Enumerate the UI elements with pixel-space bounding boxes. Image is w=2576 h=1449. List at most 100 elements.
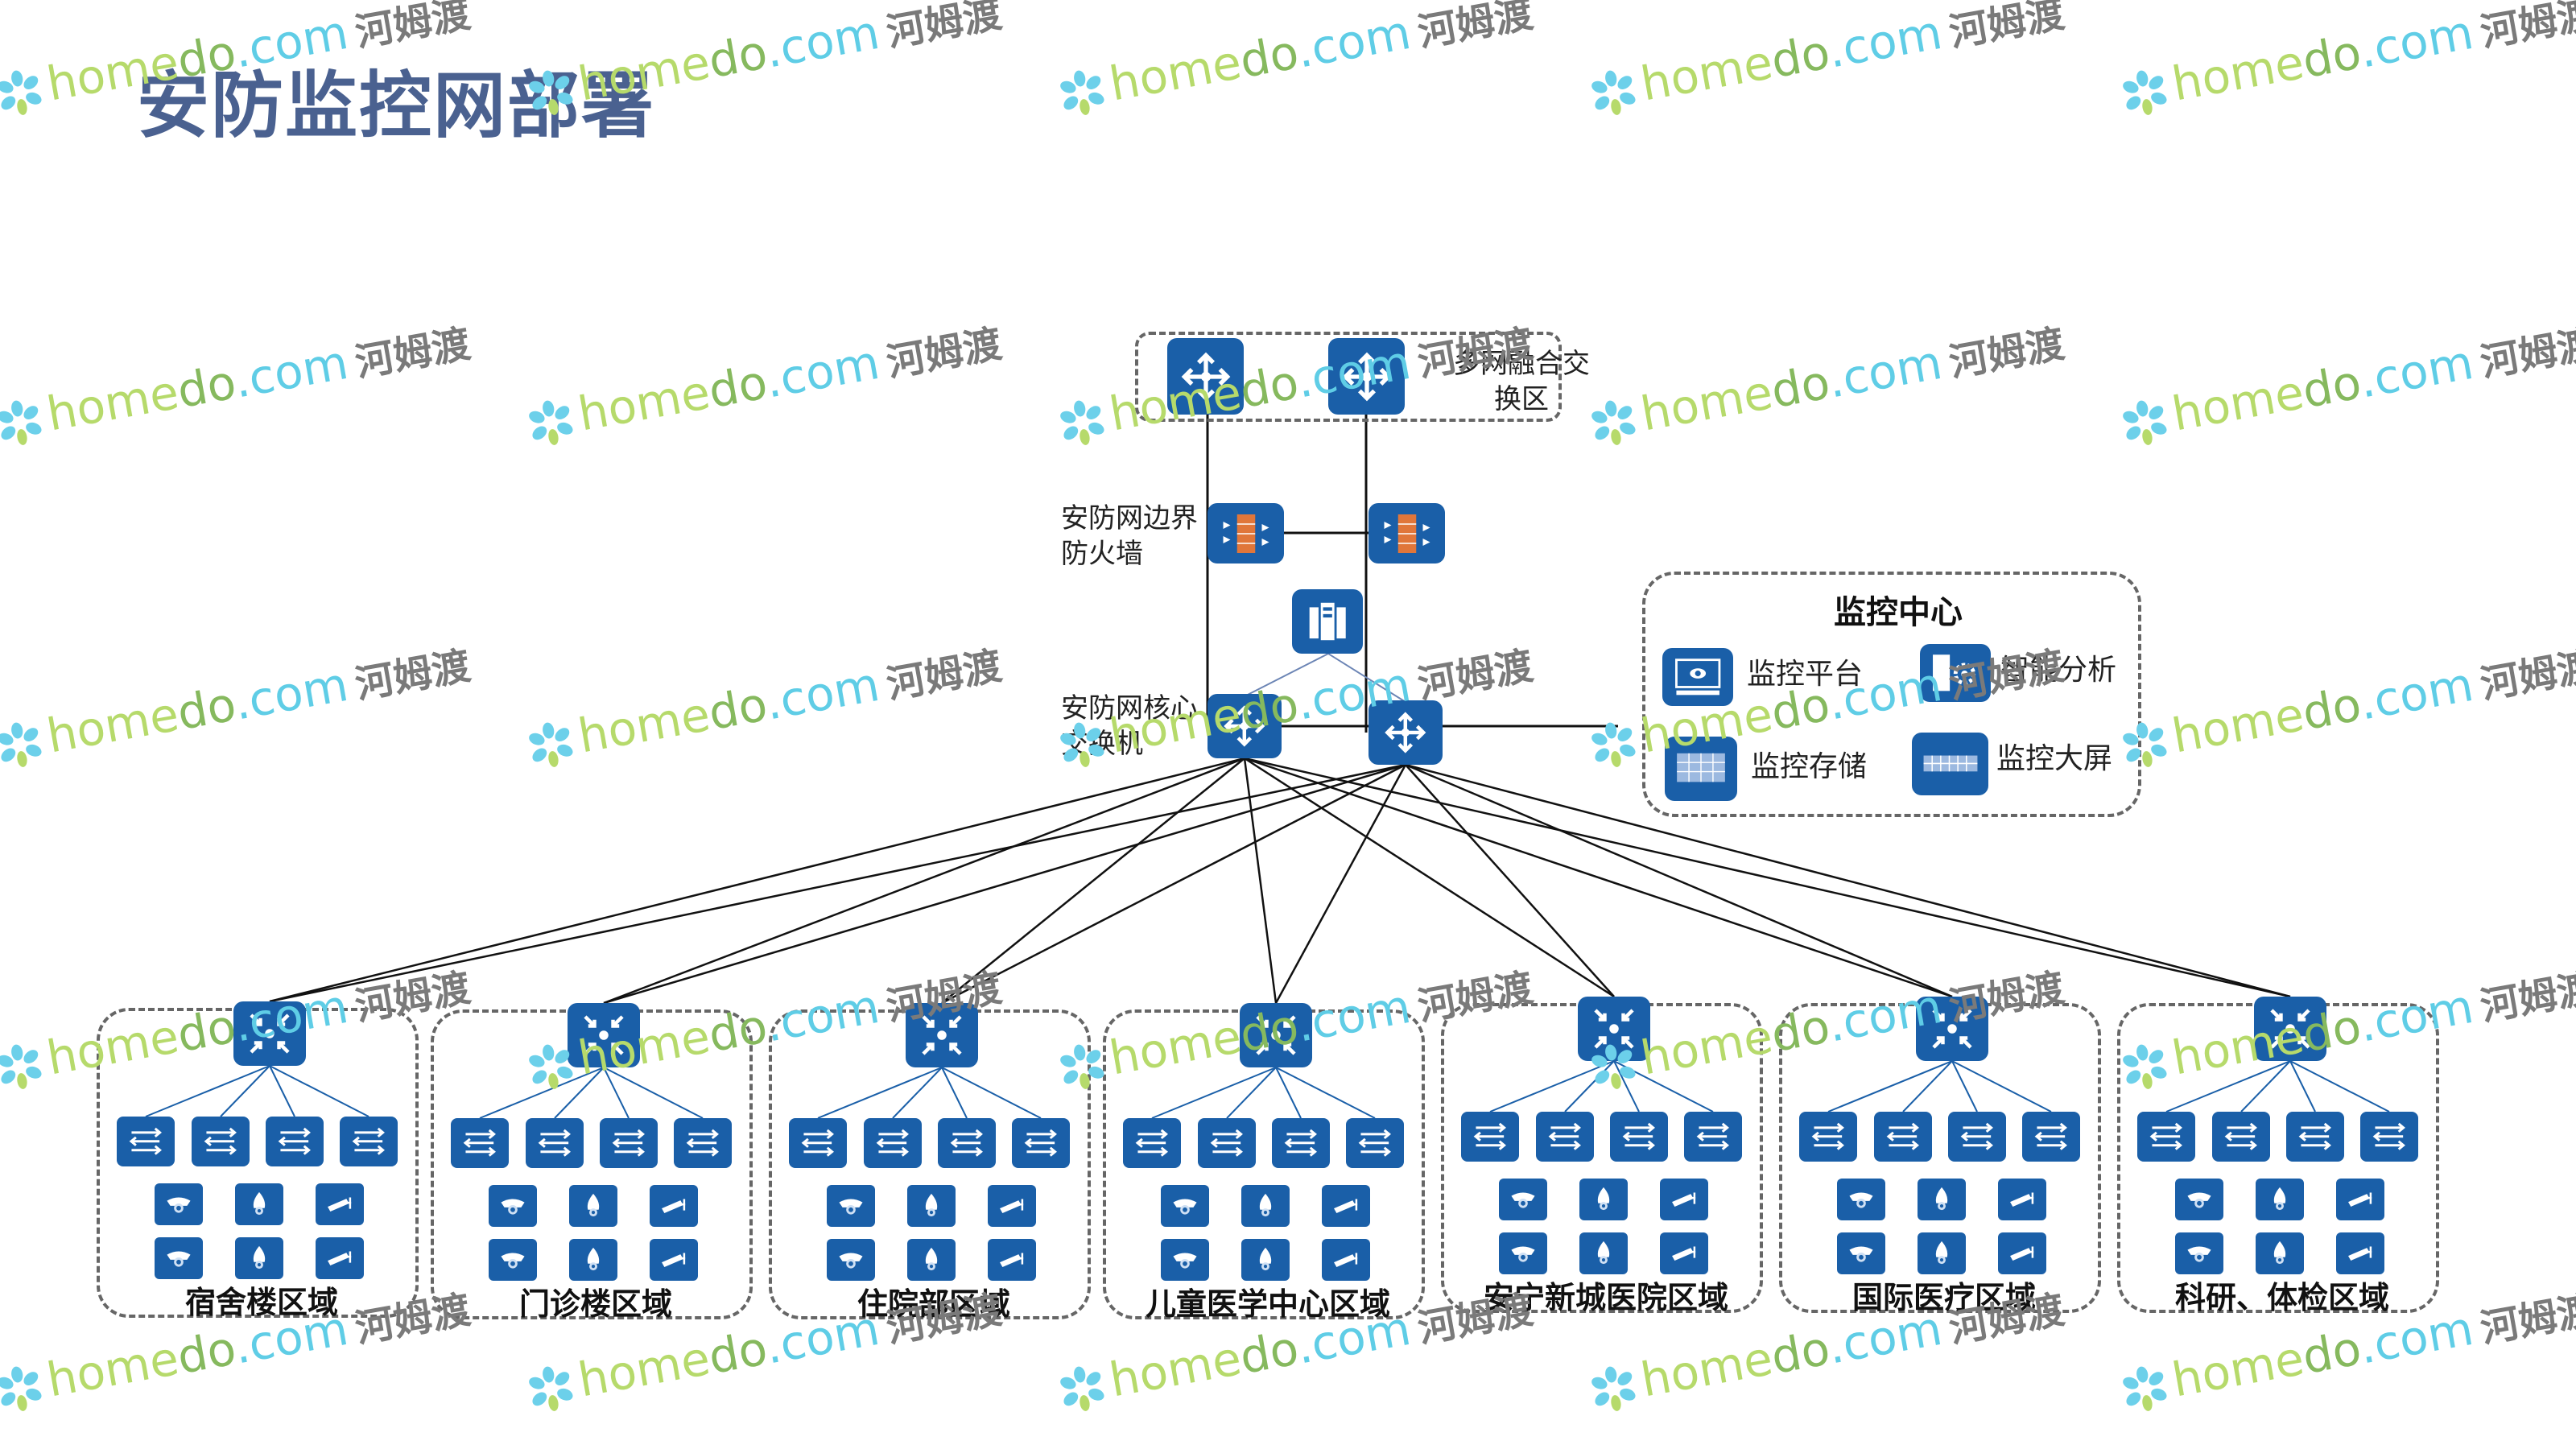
zone-access-switch[interactable]: [1272, 1118, 1330, 1168]
ptz-camera[interactable]: [569, 1185, 617, 1227]
zone-access-switch[interactable]: [1012, 1118, 1070, 1168]
zone-access-switch[interactable]: [2137, 1112, 2195, 1162]
ptz-camera[interactable]: [1579, 1179, 1628, 1220]
zone-access-switch[interactable]: [266, 1117, 324, 1166]
zone-access-switch[interactable]: [2212, 1112, 2270, 1162]
dome-camera[interactable]: [1837, 1179, 1885, 1220]
bullet-camera[interactable]: [2336, 1179, 2384, 1220]
ptz-camera[interactable]: [1918, 1232, 1966, 1274]
zone-access-switch[interactable]: [1198, 1118, 1256, 1168]
bullet-camera[interactable]: [1998, 1179, 2046, 1220]
bullet-camera[interactable]: [988, 1239, 1036, 1281]
zone-access-switch[interactable]: [451, 1118, 509, 1168]
zone-access-switch[interactable]: [2360, 1112, 2418, 1162]
dome-camera[interactable]: [2175, 1179, 2223, 1220]
zone-access-switch[interactable]: [1799, 1112, 1857, 1162]
bullet-camera-icon: [1000, 1253, 1024, 1268]
ptz-camera[interactable]: [235, 1237, 283, 1279]
zone-access-switch[interactable]: [1684, 1112, 1742, 1162]
zone-access-switch[interactable]: [1610, 1112, 1668, 1162]
dome-camera[interactable]: [155, 1237, 203, 1279]
zone-access-switch[interactable]: [1536, 1112, 1594, 1162]
ptz-camera[interactable]: [1241, 1239, 1290, 1281]
smart-analysis[interactable]: [1920, 644, 1991, 702]
zone-access-switch[interactable]: [864, 1118, 922, 1168]
bullet-camera[interactable]: [1322, 1239, 1370, 1281]
firewall-1[interactable]: [1208, 503, 1284, 564]
ptz-camera[interactable]: [1918, 1179, 1966, 1220]
bullet-camera[interactable]: [1322, 1185, 1370, 1227]
zone-aggregation-switch[interactable]: [1916, 997, 1988, 1061]
zone-internal-link: [2289, 1060, 2316, 1113]
monitor-platform[interactable]: [1662, 648, 1733, 706]
firewall-2[interactable]: [1368, 503, 1445, 564]
ptz-camera[interactable]: [1241, 1185, 1290, 1227]
zone-aggregation-switch[interactable]: [2254, 997, 2326, 1061]
ptz-camera-icon: [1935, 1241, 1948, 1265]
zone-label: 安宁新城医院区域: [1483, 1280, 1728, 1315]
ptz-camera[interactable]: [569, 1239, 617, 1281]
zone-access-switch[interactable]: [600, 1118, 658, 1168]
server[interactable]: [1292, 589, 1363, 654]
uplink-line: [603, 757, 1245, 1005]
aggregation-switch-icon: [2270, 1009, 2310, 1049]
bullet-camera[interactable]: [988, 1185, 1036, 1227]
zone-aggregation-switch[interactable]: [1240, 1003, 1312, 1067]
bullet-camera[interactable]: [2336, 1232, 2384, 1274]
zone-access-switch[interactable]: [1123, 1118, 1181, 1168]
access-switch-icon: [1210, 1129, 1244, 1158]
zone-access-switch[interactable]: [1948, 1112, 2006, 1162]
ptz-camera[interactable]: [2256, 1232, 2304, 1274]
access-switch-icon: [2224, 1122, 2258, 1151]
ptz-camera[interactable]: [2256, 1179, 2304, 1220]
core-switch-2[interactable]: [1368, 700, 1443, 765]
zone-access-switch[interactable]: [1461, 1112, 1519, 1162]
exchange-router-2[interactable]: [1328, 338, 1405, 415]
bullet-camera[interactable]: [650, 1239, 698, 1281]
dome-camera[interactable]: [1161, 1185, 1209, 1227]
zone-aggregation-switch[interactable]: [233, 1001, 306, 1066]
ptz-camera[interactable]: [907, 1185, 956, 1227]
zone-aggregation-switch[interactable]: [1578, 997, 1650, 1061]
bullet-camera[interactable]: [650, 1185, 698, 1227]
zone-access-switch[interactable]: [192, 1117, 250, 1166]
dome-camera[interactable]: [827, 1185, 875, 1227]
zone-access-switch[interactable]: [1874, 1112, 1932, 1162]
zone-access-switch[interactable]: [2022, 1112, 2080, 1162]
bullet-camera[interactable]: [1660, 1179, 1708, 1220]
bullet-camera[interactable]: [316, 1237, 364, 1279]
zone-internal-link: [220, 1065, 270, 1117]
dome-camera[interactable]: [155, 1183, 203, 1225]
dome-camera[interactable]: [1837, 1232, 1885, 1274]
dome-camera[interactable]: [1161, 1239, 1209, 1281]
ptz-camera[interactable]: [907, 1239, 956, 1281]
zone-access-switch[interactable]: [1346, 1118, 1404, 1168]
zone-access-switch[interactable]: [340, 1117, 398, 1166]
zone-access-switch[interactable]: [938, 1118, 996, 1168]
zone-access-switch[interactable]: [789, 1118, 847, 1168]
dome-camera[interactable]: [827, 1239, 875, 1281]
zone-aggregation-switch[interactable]: [906, 1003, 978, 1067]
zone-access-switch[interactable]: [117, 1117, 175, 1166]
bullet-camera[interactable]: [1660, 1232, 1708, 1274]
dome-camera[interactable]: [489, 1239, 537, 1281]
core-switch-1[interactable]: [1208, 694, 1282, 758]
monitor-center-title: 监控中心: [1834, 594, 1963, 631]
uplink-line: [1405, 763, 2291, 998]
ptz-camera[interactable]: [235, 1183, 283, 1225]
zone-access-switch[interactable]: [2286, 1112, 2344, 1162]
zone-access-switch[interactable]: [526, 1118, 584, 1168]
bullet-camera[interactable]: [316, 1183, 364, 1225]
zone-aggregation-switch[interactable]: [568, 1003, 640, 1067]
bullet-camera[interactable]: [1998, 1232, 2046, 1274]
dome-camera[interactable]: [1499, 1232, 1547, 1274]
ptz-camera[interactable]: [1579, 1232, 1628, 1274]
zone-access-switch[interactable]: [674, 1118, 732, 1168]
monitor-storage[interactable]: [1665, 737, 1737, 801]
zone-label: 宿舍楼区域: [184, 1285, 338, 1320]
exchange-router-1[interactable]: [1167, 338, 1244, 415]
dome-camera[interactable]: [489, 1185, 537, 1227]
video-wall[interactable]: [1912, 733, 1988, 795]
dome-camera[interactable]: [2175, 1232, 2223, 1274]
dome-camera[interactable]: [1499, 1179, 1547, 1220]
